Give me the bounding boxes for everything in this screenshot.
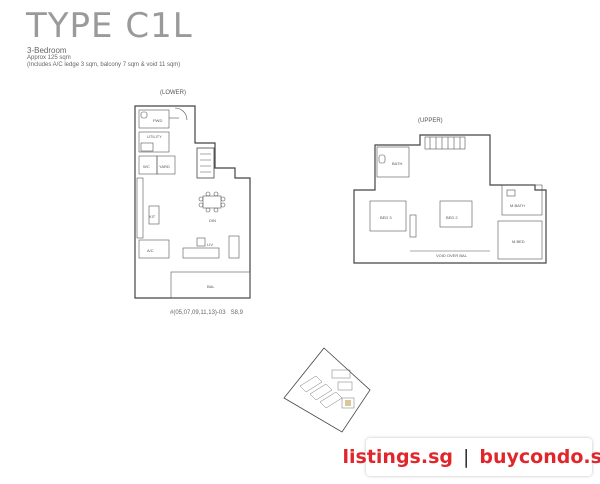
room-utility: UTILITY xyxy=(147,134,162,139)
brand-buycondo-sg: buycondo.sg xyxy=(479,446,600,468)
lower-floor-plan: PWD UTILITY WC YARD DIN KIT A/C LIV BAL xyxy=(134,105,251,299)
unit-numbers: #(05,07,09,11,13)-03 S8,9 xyxy=(170,310,243,316)
plan-type-title: TYPE C1L xyxy=(26,6,193,46)
stack-code: S8,9 xyxy=(230,310,243,316)
room-master-bed: M.BED xyxy=(512,239,525,244)
room-wc: WC xyxy=(143,164,150,169)
room-master-bath: M.BATH xyxy=(510,203,525,208)
room-dining: DIN xyxy=(209,218,216,223)
room-pwd: PWD xyxy=(153,118,162,123)
upper-plan-label: (UPPER) xyxy=(418,118,443,124)
brand-separator: | xyxy=(462,446,470,468)
unit-list: #(05,07,09,11,13)-03 xyxy=(170,310,226,316)
room-bed-2: BED 2 xyxy=(446,215,458,220)
upper-floor-plan: BATH M.BATH BED 3 BED 2 M.BED VOID OVER … xyxy=(353,134,547,264)
approx-area: Approx 125 sqm xyxy=(27,55,71,61)
lower-plan-label: (LOWER) xyxy=(160,90,186,96)
room-balcony: BAL xyxy=(207,284,215,289)
room-living: LIV xyxy=(207,242,213,247)
site-key-plan xyxy=(283,347,371,433)
brand-watermark: listings.sg | buycondo.sg xyxy=(342,438,600,476)
room-kitchen: KIT xyxy=(149,214,156,219)
room-bath: BATH xyxy=(392,161,402,166)
room-void-over-balcony: VOID OVER BAL xyxy=(436,253,468,258)
room-yard: YARD xyxy=(159,164,170,169)
highlighted-unit-marker xyxy=(345,400,351,406)
brand-listings-sg: listings.sg xyxy=(342,446,453,468)
room-ac-ledge: A/C xyxy=(147,248,154,253)
room-bed-3: BED 3 xyxy=(380,215,392,220)
bedroom-count: 3-Bedroom xyxy=(27,46,67,55)
area-breakdown: (Includes A/C ledge 3 sqm, balcony 7 sqm… xyxy=(27,62,181,68)
